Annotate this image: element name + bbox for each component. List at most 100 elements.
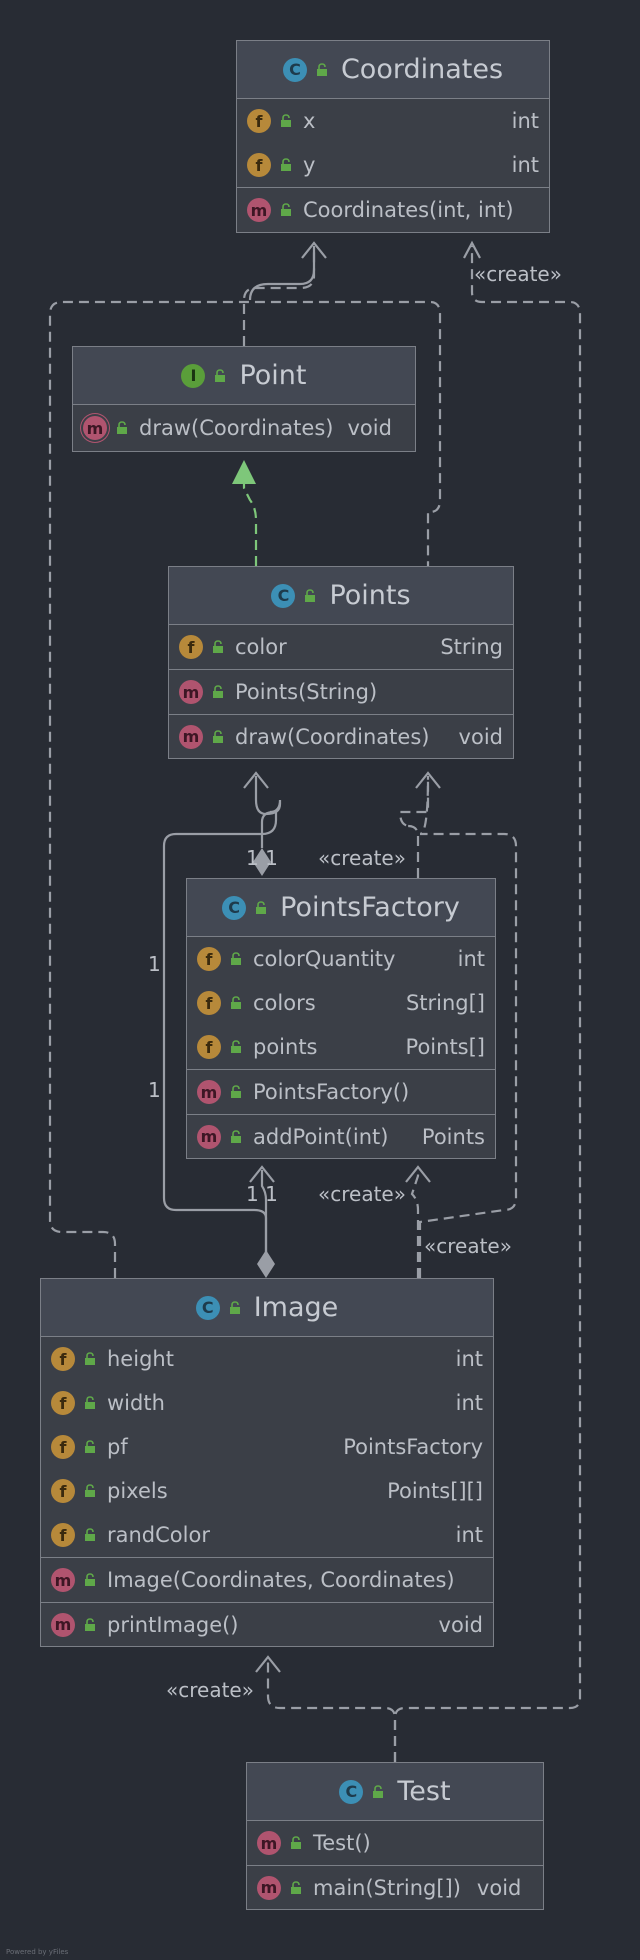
method-icon: m: [179, 680, 203, 704]
field-name: height: [107, 1347, 174, 1371]
field-row[interactable]: f height int: [41, 1337, 493, 1381]
methods-section: m Points(String) m draw(Coordinates) voi…: [169, 670, 513, 758]
multiplicity-label: 1: [148, 1078, 161, 1102]
realization-arrowhead: [232, 460, 256, 484]
field-type: Points[]: [405, 1035, 485, 1059]
method-type: void: [476, 1875, 522, 1900]
field-row[interactable]: f width int: [41, 1381, 493, 1425]
method-type: void: [458, 724, 503, 749]
interface-icon: I: [181, 363, 206, 388]
method-type: void: [438, 1612, 483, 1637]
method-row[interactable]: m addPoint(int) Points: [187, 1114, 495, 1158]
method-row[interactable]: m PointsFactory(): [187, 1070, 495, 1114]
field-icon: f: [51, 1435, 75, 1459]
field-name: pf: [107, 1435, 128, 1459]
method-row[interactable]: m draw(Coordinates) void: [169, 714, 513, 758]
field-row[interactable]: f pixels Points[][]: [41, 1469, 493, 1513]
public-lock-icon: [229, 1300, 240, 1314]
method-icon: m: [51, 1612, 75, 1637]
method-icon: m: [197, 1124, 221, 1149]
method-name: Test(): [313, 1831, 371, 1855]
edge-pointsfactory-points-create: [398, 776, 430, 878]
create-label-pointsfactory-points: «create»: [318, 846, 406, 870]
interface-point[interactable]: I Point m draw(Coordinates) void: [72, 346, 416, 452]
class-icon: C: [222, 895, 247, 920]
field-row[interactable]: f color String: [169, 625, 513, 669]
method-name: draw(Coordinates): [139, 416, 334, 440]
class-header: C PointsFactory: [187, 879, 495, 937]
field-row[interactable]: f colorQuantity int: [187, 937, 495, 981]
edge-image-pointsfactory-composition: [260, 1170, 268, 1254]
field-row[interactable]: f x int: [237, 99, 549, 143]
method-name: Points(String): [235, 680, 378, 704]
create-label-test-image: «create»: [166, 1678, 254, 1702]
field-icon: f: [51, 1391, 75, 1415]
public-lock-icon: [231, 952, 241, 965]
field-icon: f: [179, 635, 203, 659]
class-icon: C: [282, 57, 307, 82]
edge-pointsfactory-points-composition: [254, 776, 282, 848]
edge-image-coordinates: [48, 300, 442, 1278]
method-row[interactable]: m main(String[]) void: [247, 1865, 543, 1909]
public-lock-icon: [231, 1129, 241, 1143]
field-row[interactable]: f randColor int: [41, 1513, 493, 1557]
field-name: color: [235, 635, 287, 659]
static-field-icon: f: [197, 991, 221, 1015]
method-icon: m: [257, 1831, 281, 1855]
public-lock-icon: [316, 62, 327, 76]
class-header: C Points: [169, 567, 513, 625]
arrowhead-coordinates-b: [463, 240, 481, 259]
footer-credit: Powered by yFiles: [6, 1948, 69, 1956]
method-name: addPoint(int): [253, 1124, 389, 1149]
edge-image-pointsfactory-create: [410, 1170, 420, 1278]
method-row[interactable]: m Image(Coordinates, Coordinates): [41, 1558, 493, 1602]
public-lock-icon: [281, 114, 291, 127]
method-row[interactable]: m printImage() void: [41, 1602, 493, 1646]
class-name: Test: [397, 1776, 451, 1807]
method-row[interactable]: m Coordinates(int, int): [237, 188, 549, 232]
field-row[interactable]: f pf PointsFactory: [41, 1425, 493, 1469]
abstract-method-icon: m: [83, 416, 107, 440]
public-lock-icon: [85, 1396, 95, 1409]
method-row[interactable]: m draw(Coordinates) void: [73, 405, 415, 451]
method-row[interactable]: m Test(): [247, 1821, 543, 1865]
method-row[interactable]: m Points(String): [169, 670, 513, 714]
static-field-icon: f: [197, 947, 221, 971]
class-name: Coordinates: [340, 54, 504, 85]
class-test[interactable]: C Test m Test() m main(String[]) void: [246, 1762, 544, 1910]
method-name: PointsFactory(): [253, 1080, 410, 1104]
field-name: points: [253, 1035, 318, 1059]
edge-uses-coordinates: [248, 246, 316, 301]
field-row[interactable]: f points Points[]: [187, 1025, 495, 1069]
field-name: y: [303, 153, 316, 177]
arrowhead-points-b: [415, 771, 441, 789]
arrowhead-image: [255, 1655, 281, 1673]
class-image[interactable]: C Image f height int f width int f pf Po…: [40, 1278, 494, 1647]
arrowhead-pointsfactory-a: [249, 1165, 275, 1183]
field-name: colorQuantity: [253, 947, 396, 971]
class-coordinates[interactable]: C Coordinates f x int f y int m Coordina…: [236, 40, 550, 233]
method-name: printImage(): [107, 1612, 239, 1637]
field-type: int: [511, 109, 539, 133]
class-header: C Coordinates: [237, 41, 549, 99]
field-name: pixels: [107, 1479, 168, 1503]
class-points[interactable]: C Points f color String m Points(String)…: [168, 566, 514, 759]
public-lock-icon: [291, 1880, 301, 1894]
public-lock-icon: [85, 1352, 95, 1365]
edge-test-image: [266, 1660, 397, 1762]
arrowhead-coordinates-a: [301, 241, 327, 259]
field-icon: f: [51, 1347, 75, 1371]
class-pointsfactory[interactable]: C PointsFactory f colorQuantity int f co…: [186, 878, 496, 1159]
field-row[interactable]: f y int: [237, 143, 549, 187]
multiplicity-label: 1: [148, 952, 161, 976]
public-lock-icon: [281, 158, 291, 171]
field-type: int: [455, 1391, 483, 1415]
methods-section: m PointsFactory() m addPoint(int) Points: [187, 1070, 495, 1158]
public-lock-icon: [85, 1528, 95, 1541]
method-type: Points: [421, 1124, 485, 1149]
field-row[interactable]: f colors String[]: [187, 981, 495, 1025]
public-lock-icon: [85, 1440, 95, 1453]
methods-section: m Coordinates(int, int): [237, 188, 549, 232]
class-header: C Image: [41, 1279, 493, 1337]
